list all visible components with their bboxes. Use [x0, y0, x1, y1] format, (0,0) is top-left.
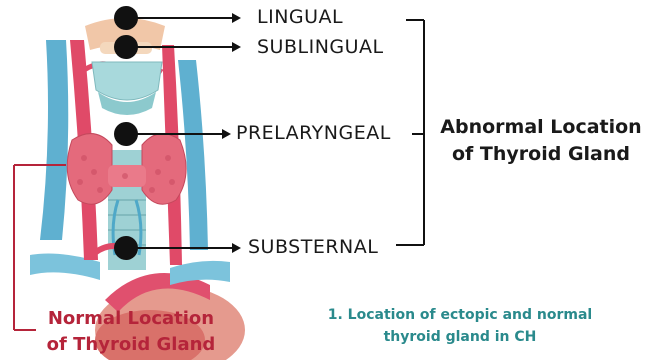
- marker-sublingual: [114, 35, 138, 59]
- abnormal-line-1: Abnormal Location: [432, 116, 650, 138]
- marker-substernal: [114, 236, 138, 260]
- arrow-lingual: [232, 13, 241, 23]
- abnormal-line-2: of Thyroid Gland: [432, 143, 650, 165]
- caption-line-1: 1. Location of ectopic and normal: [300, 307, 620, 323]
- label-prelaryngeal: PRELARYNGEAL: [236, 122, 391, 144]
- arrow-sublingual: [232, 42, 241, 52]
- label-sublingual: SUBLINGUAL: [257, 36, 384, 58]
- marker-prelaryngeal: [114, 122, 138, 146]
- arrow-substernal: [232, 243, 241, 253]
- normal-line-1: Normal Location: [36, 308, 226, 329]
- label-lingual: LINGUAL: [257, 6, 343, 28]
- abnormal-bracket: [396, 20, 424, 245]
- caption-line-2: thyroid gland in CH: [300, 329, 620, 345]
- normal-line-2: of Thyroid Gland: [36, 334, 226, 355]
- marker-lingual: [114, 6, 138, 30]
- label-substernal: SUBSTERNAL: [248, 236, 378, 258]
